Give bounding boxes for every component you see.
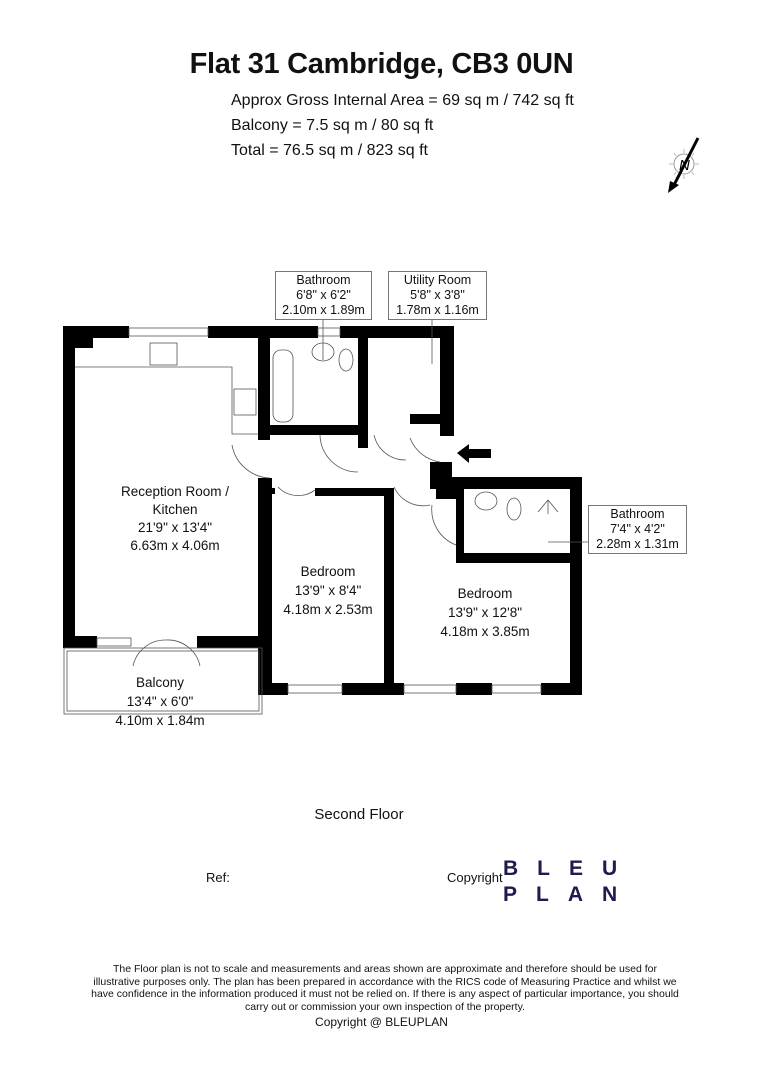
room-name: Bathroom (610, 507, 665, 521)
room-dimensions-metric: 4.10m x 1.84m (115, 713, 205, 728)
logo-line-1: BLEU (503, 857, 637, 880)
room-dimensions-metric: 6.63m x 4.06m (130, 538, 220, 553)
room-dimensions-imperial: 13'9" x 8'4" (294, 583, 362, 598)
plan-title: Flat 31 Cambridge, CB3 0UN (189, 48, 574, 80)
svg-text:N: N (679, 157, 690, 174)
room-label-bathroom-right: Bathroom 7'4" x 4'2" 2.28m x 1.31m (588, 505, 687, 554)
bleuplan-logo: BLEU PLAN (503, 856, 636, 908)
total-area: Total = 76.5 sq m / 823 sq ft (231, 142, 428, 159)
room-dimensions-metric: 1.78m x 1.16m (396, 303, 479, 317)
room-dimensions-metric: 2.28m x 1.31m (596, 537, 679, 551)
room-label-bedroom-small: Bedroom 13'9" x 8'4" 4.18m x 2.53m (272, 562, 384, 619)
room-dimensions-metric: 4.18m x 3.85m (440, 624, 530, 639)
room-label-bathroom-top: Bathroom 6'8" x 6'2" 2.10m x 1.89m (275, 271, 372, 320)
room-name: Reception Room / (120, 484, 230, 499)
room-dimensions-imperial: 13'9" x 12'8" (447, 605, 523, 620)
room-dimensions-metric: 4.18m x 2.53m (283, 602, 373, 617)
room-name: Bedroom (457, 586, 513, 601)
disclaimer-text: The Floor plan is not to scale and measu… (91, 963, 679, 1013)
room-dimensions-imperial: 7'4" x 4'2" (610, 522, 665, 536)
room-label-balcony: Balcony 13'4" x 6'0" 4.10m x 1.84m (90, 673, 230, 730)
compass-north-icon: N (668, 137, 700, 193)
room-label-reception-kitchen: Reception Room / Kitchen 21'9" x 13'4" 6… (100, 483, 250, 555)
room-dimensions-metric: 2.10m x 1.89m (282, 303, 365, 317)
copyright-label: Copyright (447, 870, 503, 885)
room-dimensions-imperial: 13'4" x 6'0" (126, 694, 194, 709)
room-label-utility-room: Utility Room 5'8" x 3'8" 1.78m x 1.16m (388, 271, 487, 320)
room-name: Bathroom (296, 273, 351, 287)
room-name-line2: Kitchen (152, 502, 198, 517)
room-label-bedroom-large: Bedroom 13'9" x 12'8" 4.18m x 3.85m (410, 584, 560, 641)
gross-internal-area: Approx Gross Internal Area = 69 sq m / 7… (231, 92, 574, 109)
ref-label: Ref: (206, 870, 230, 885)
logo-line-2: PLAN (503, 883, 637, 906)
room-dimensions-imperial: 6'8" x 6'2" (296, 288, 351, 302)
room-name: Bedroom (300, 564, 356, 579)
room-name: Balcony (135, 675, 185, 690)
room-dimensions-imperial: 21'9" x 13'4" (137, 520, 213, 535)
balcony-area: Balcony = 7.5 sq m / 80 sq ft (231, 117, 434, 134)
floor-label: Second Floor (314, 806, 404, 823)
room-name: Utility Room (403, 273, 472, 287)
copyright-line: Copyright @ BLEUPLAN (315, 1015, 448, 1029)
room-dimensions-imperial: 5'8" x 3'8" (410, 288, 465, 302)
